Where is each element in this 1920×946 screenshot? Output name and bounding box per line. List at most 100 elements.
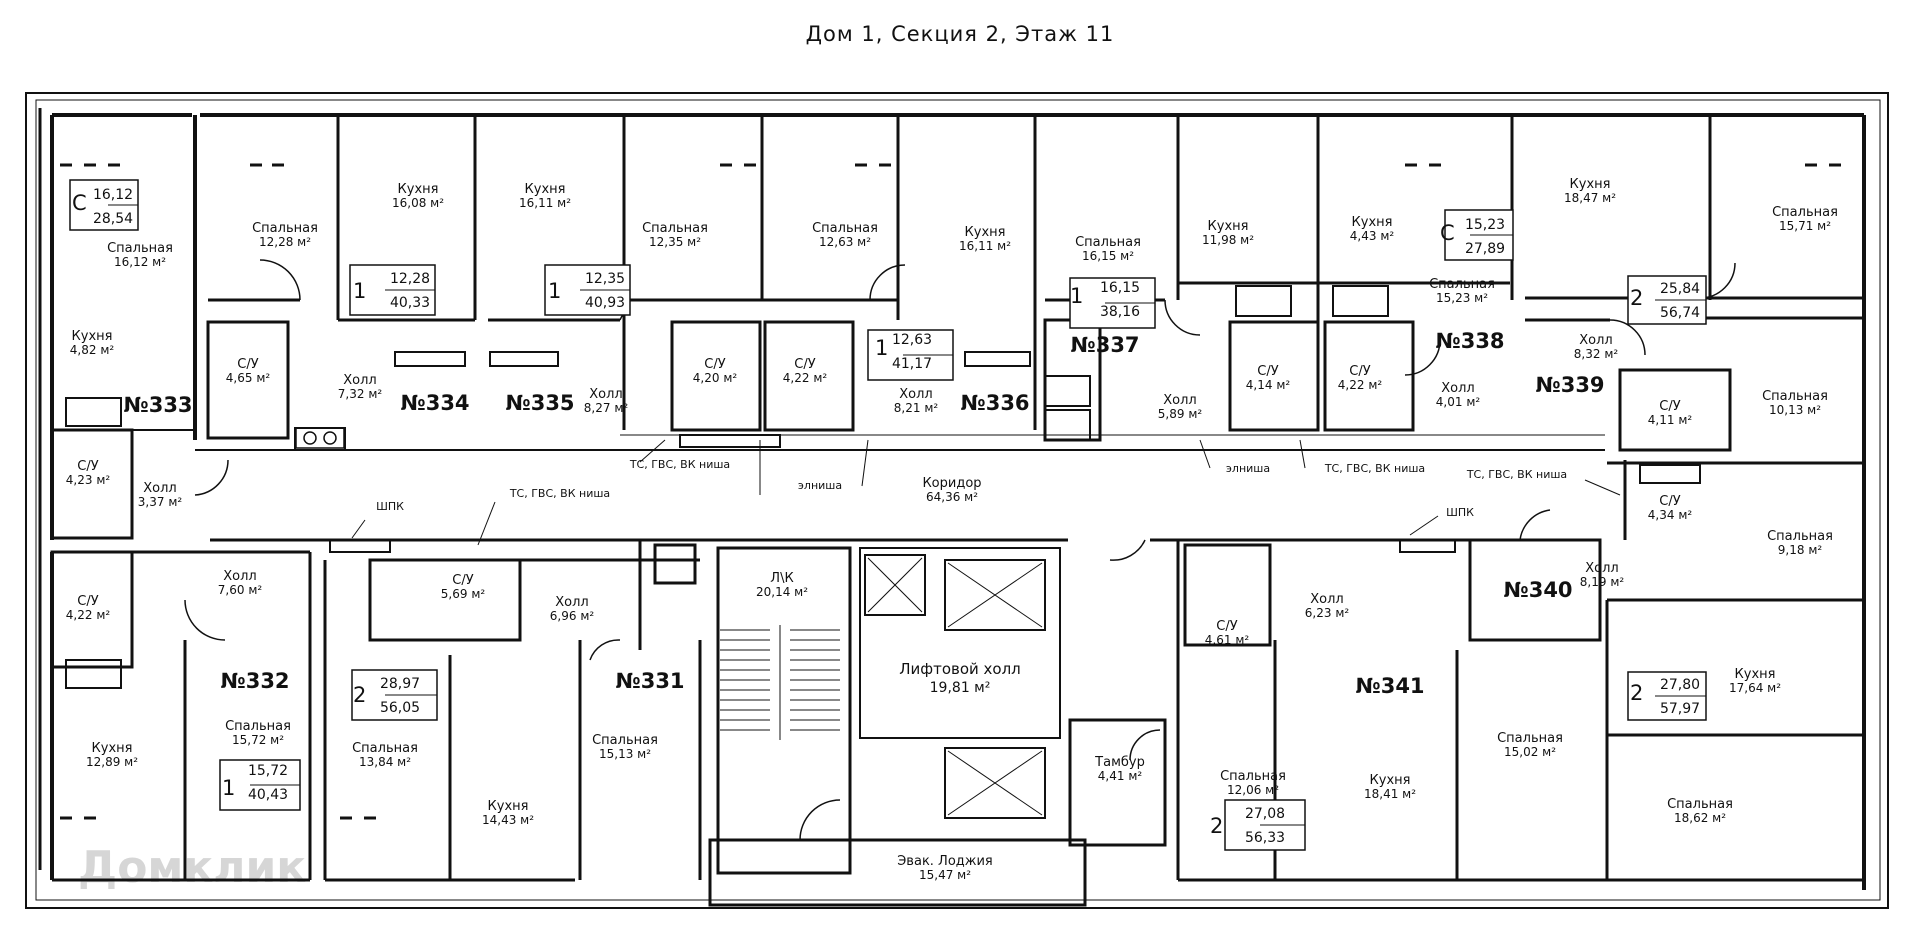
apt-339-room-1-area: 15,71 м² (1779, 219, 1831, 233)
apt-331-room-4-name: Спальная (592, 733, 658, 748)
apt-339-rooms-count: 2 (1630, 286, 1643, 310)
apt-341-room-0-area: 4,61 м² (1205, 633, 1250, 647)
apt-332-room-1-name: Холл (223, 569, 256, 584)
apt-339-room-0-name: Кухня (1570, 177, 1611, 192)
apartment-341: С/У 4,61 м² Холл 6,23 м² Спальная 12,06 … (1205, 592, 1563, 846)
apt-340-rooms-count: 2 (1630, 681, 1643, 705)
apartment-333: С 16,12 28,54 Спальная 16,12 м² Кухня 4,… (66, 187, 193, 509)
apt-340-room-2-name: Холл (1585, 561, 1618, 576)
apt-333-room-1-name: Кухня (72, 329, 113, 344)
apt-334-room-3-area: 7,32 м² (338, 387, 383, 401)
apt-332-room-1-area: 7,60 м² (218, 583, 263, 597)
apt-341-room-2-area: 12,06 м² (1227, 783, 1279, 797)
vestibule-area: 4,41 м² (1098, 769, 1143, 783)
apt-331-room-1-area: 6,96 м² (550, 609, 595, 623)
apt-334-room-0-area: 12,28 м² (259, 235, 311, 249)
apt-337-room-1-name: Кухня (1208, 219, 1249, 234)
apt-336-room-0-name: Спальная (812, 221, 878, 236)
apt-336-room-3-area: 8,21 м² (894, 401, 939, 415)
apt-341-number: №341 (1355, 674, 1424, 698)
apt-332-room-3-area: 15,72 м² (232, 733, 284, 747)
apt-336-room-0-area: 12,63 м² (819, 235, 871, 249)
apt-337-room-3-name: Холл (1163, 393, 1196, 408)
fixture-blocks (65, 285, 1701, 689)
apt-332-room-0-area: 4,22 м² (66, 608, 111, 622)
apt-332-room-3-name: Спальная (225, 719, 291, 734)
apt-338-total: 27,89 (1465, 241, 1505, 257)
stove-icon (295, 427, 345, 449)
evac-loggia-name: Эвак. Лоджия (897, 854, 993, 869)
apt-335-room-2-area: 4,20 м² (693, 371, 738, 385)
apt-333-room-3-area: 3,37 м² (138, 495, 183, 509)
apt-335-room-3-name: Холл (589, 387, 622, 402)
corridor-name: Коридор (922, 476, 981, 491)
apt-341-room-3-area: 18,41 м² (1364, 787, 1416, 801)
apt-340-number: №340 (1503, 578, 1572, 602)
plan-walls (25, 92, 1889, 909)
apt-332-rooms-count: 1 (222, 776, 235, 800)
apartment-337: Спальная 16,15 м² Кухня 11,98 м² С/У 4,1… (1070, 219, 1290, 421)
apt-339-room-0-area: 18,47 м² (1564, 191, 1616, 205)
apt-339-room-4-area: 10,13 м² (1769, 403, 1821, 417)
apt-340-room-3-name: Кухня (1735, 667, 1776, 682)
apt-337-room-2-name: С/У (1257, 364, 1278, 379)
apt-338-room-3-area: 4,01 м² (1436, 395, 1481, 409)
summary-boxes (69, 179, 1707, 851)
apt-338-living: 15,23 (1465, 217, 1505, 233)
eniche-tag-1: элниша (798, 479, 842, 492)
apt-333-rooms-count: С (72, 191, 87, 215)
apt-331-living: 28,97 (380, 676, 420, 692)
apt-331-room-3-name: Кухня (488, 799, 529, 814)
apt-333-room-2-name: С/У (77, 459, 98, 474)
apt-335-room-2-name: С/У (704, 357, 725, 372)
shpk-tag-left: ШПК (376, 500, 404, 513)
apt-334-room-2-name: С/У (237, 357, 258, 372)
apt-341-room-2-name: Спальная (1220, 769, 1286, 784)
apt-339-room-2-area: 8,32 м² (1574, 347, 1619, 361)
apt-340-room-2-area: 8,19 м² (1580, 575, 1625, 589)
window-marks (60, 163, 1841, 820)
apt-339-total: 56,74 (1660, 305, 1700, 321)
apt-341-room-0-name: С/У (1216, 619, 1237, 634)
niche-tag-4: ТС, ГВС, ВК ниша (1466, 468, 1567, 481)
apt-331-room-3-area: 14,43 м² (482, 813, 534, 827)
apt-334-room-2-area: 4,65 м² (226, 371, 271, 385)
apt-335-total: 40,93 (585, 295, 625, 311)
niche-tag-3: ТС, ГВС, ВК ниша (1324, 462, 1425, 475)
apt-339-room-2-name: Холл (1579, 333, 1612, 348)
apt-335-living: 12,35 (585, 271, 625, 287)
apt-338-room-2-name: С/У (1349, 364, 1370, 379)
apt-336-rooms-count: 1 (875, 336, 888, 360)
watermark-logo: Домклик (78, 842, 307, 893)
apt-333-room-0-name: Спальная (107, 241, 173, 256)
apt-334-rooms-count: 1 (353, 279, 366, 303)
apt-339-room-3-name: С/У (1659, 399, 1680, 414)
apt-332-room-2-area: 12,89 м² (86, 755, 138, 769)
apt-333-room-1-area: 4,82 м² (70, 343, 115, 357)
vestibule-name: Тамбур (1094, 755, 1145, 770)
apt-340-room-4-area: 18,62 м² (1674, 811, 1726, 825)
apt-333-living: 16,12 (93, 187, 133, 203)
apt-334-living: 12,28 (390, 271, 430, 287)
apt-336-number: №336 (960, 391, 1029, 415)
apt-332-room-2-name: Кухня (92, 741, 133, 756)
apt-335-room-1-area: 12,35 м² (649, 235, 701, 249)
apt-331-room-2-name: Спальная (352, 741, 418, 756)
apt-339-room-3-area: 4,11 м² (1648, 413, 1693, 427)
apt-334-room-1-area: 16,08 м² (392, 196, 444, 210)
apt-334-total: 40,33 (390, 295, 430, 311)
apt-339-number: №339 (1535, 373, 1604, 397)
apartment-338: Кухня 4,43 м² Спальная 15,23 м² С/У 4,22… (1338, 215, 1505, 409)
stair-area: 20,14 м² (756, 585, 808, 599)
apt-335-room-3-area: 8,27 м² (584, 401, 629, 415)
elevator-cabins (867, 557, 1043, 816)
apt-337-room-2-area: 4,14 м² (1246, 378, 1291, 392)
apt-338-room-3-name: Холл (1441, 381, 1474, 396)
apt-334-number: №334 (400, 391, 469, 415)
apt-333-room-0-area: 16,12 м² (114, 255, 166, 269)
apt-337-total: 38,16 (1100, 304, 1140, 320)
lift-hall-area: 19,81 м² (930, 680, 991, 696)
shpk-tag-right: ШПК (1446, 506, 1474, 519)
apartment-334: Спальная 12,28 м² Кухня 16,08 м² С/У 4,6… (226, 182, 470, 415)
